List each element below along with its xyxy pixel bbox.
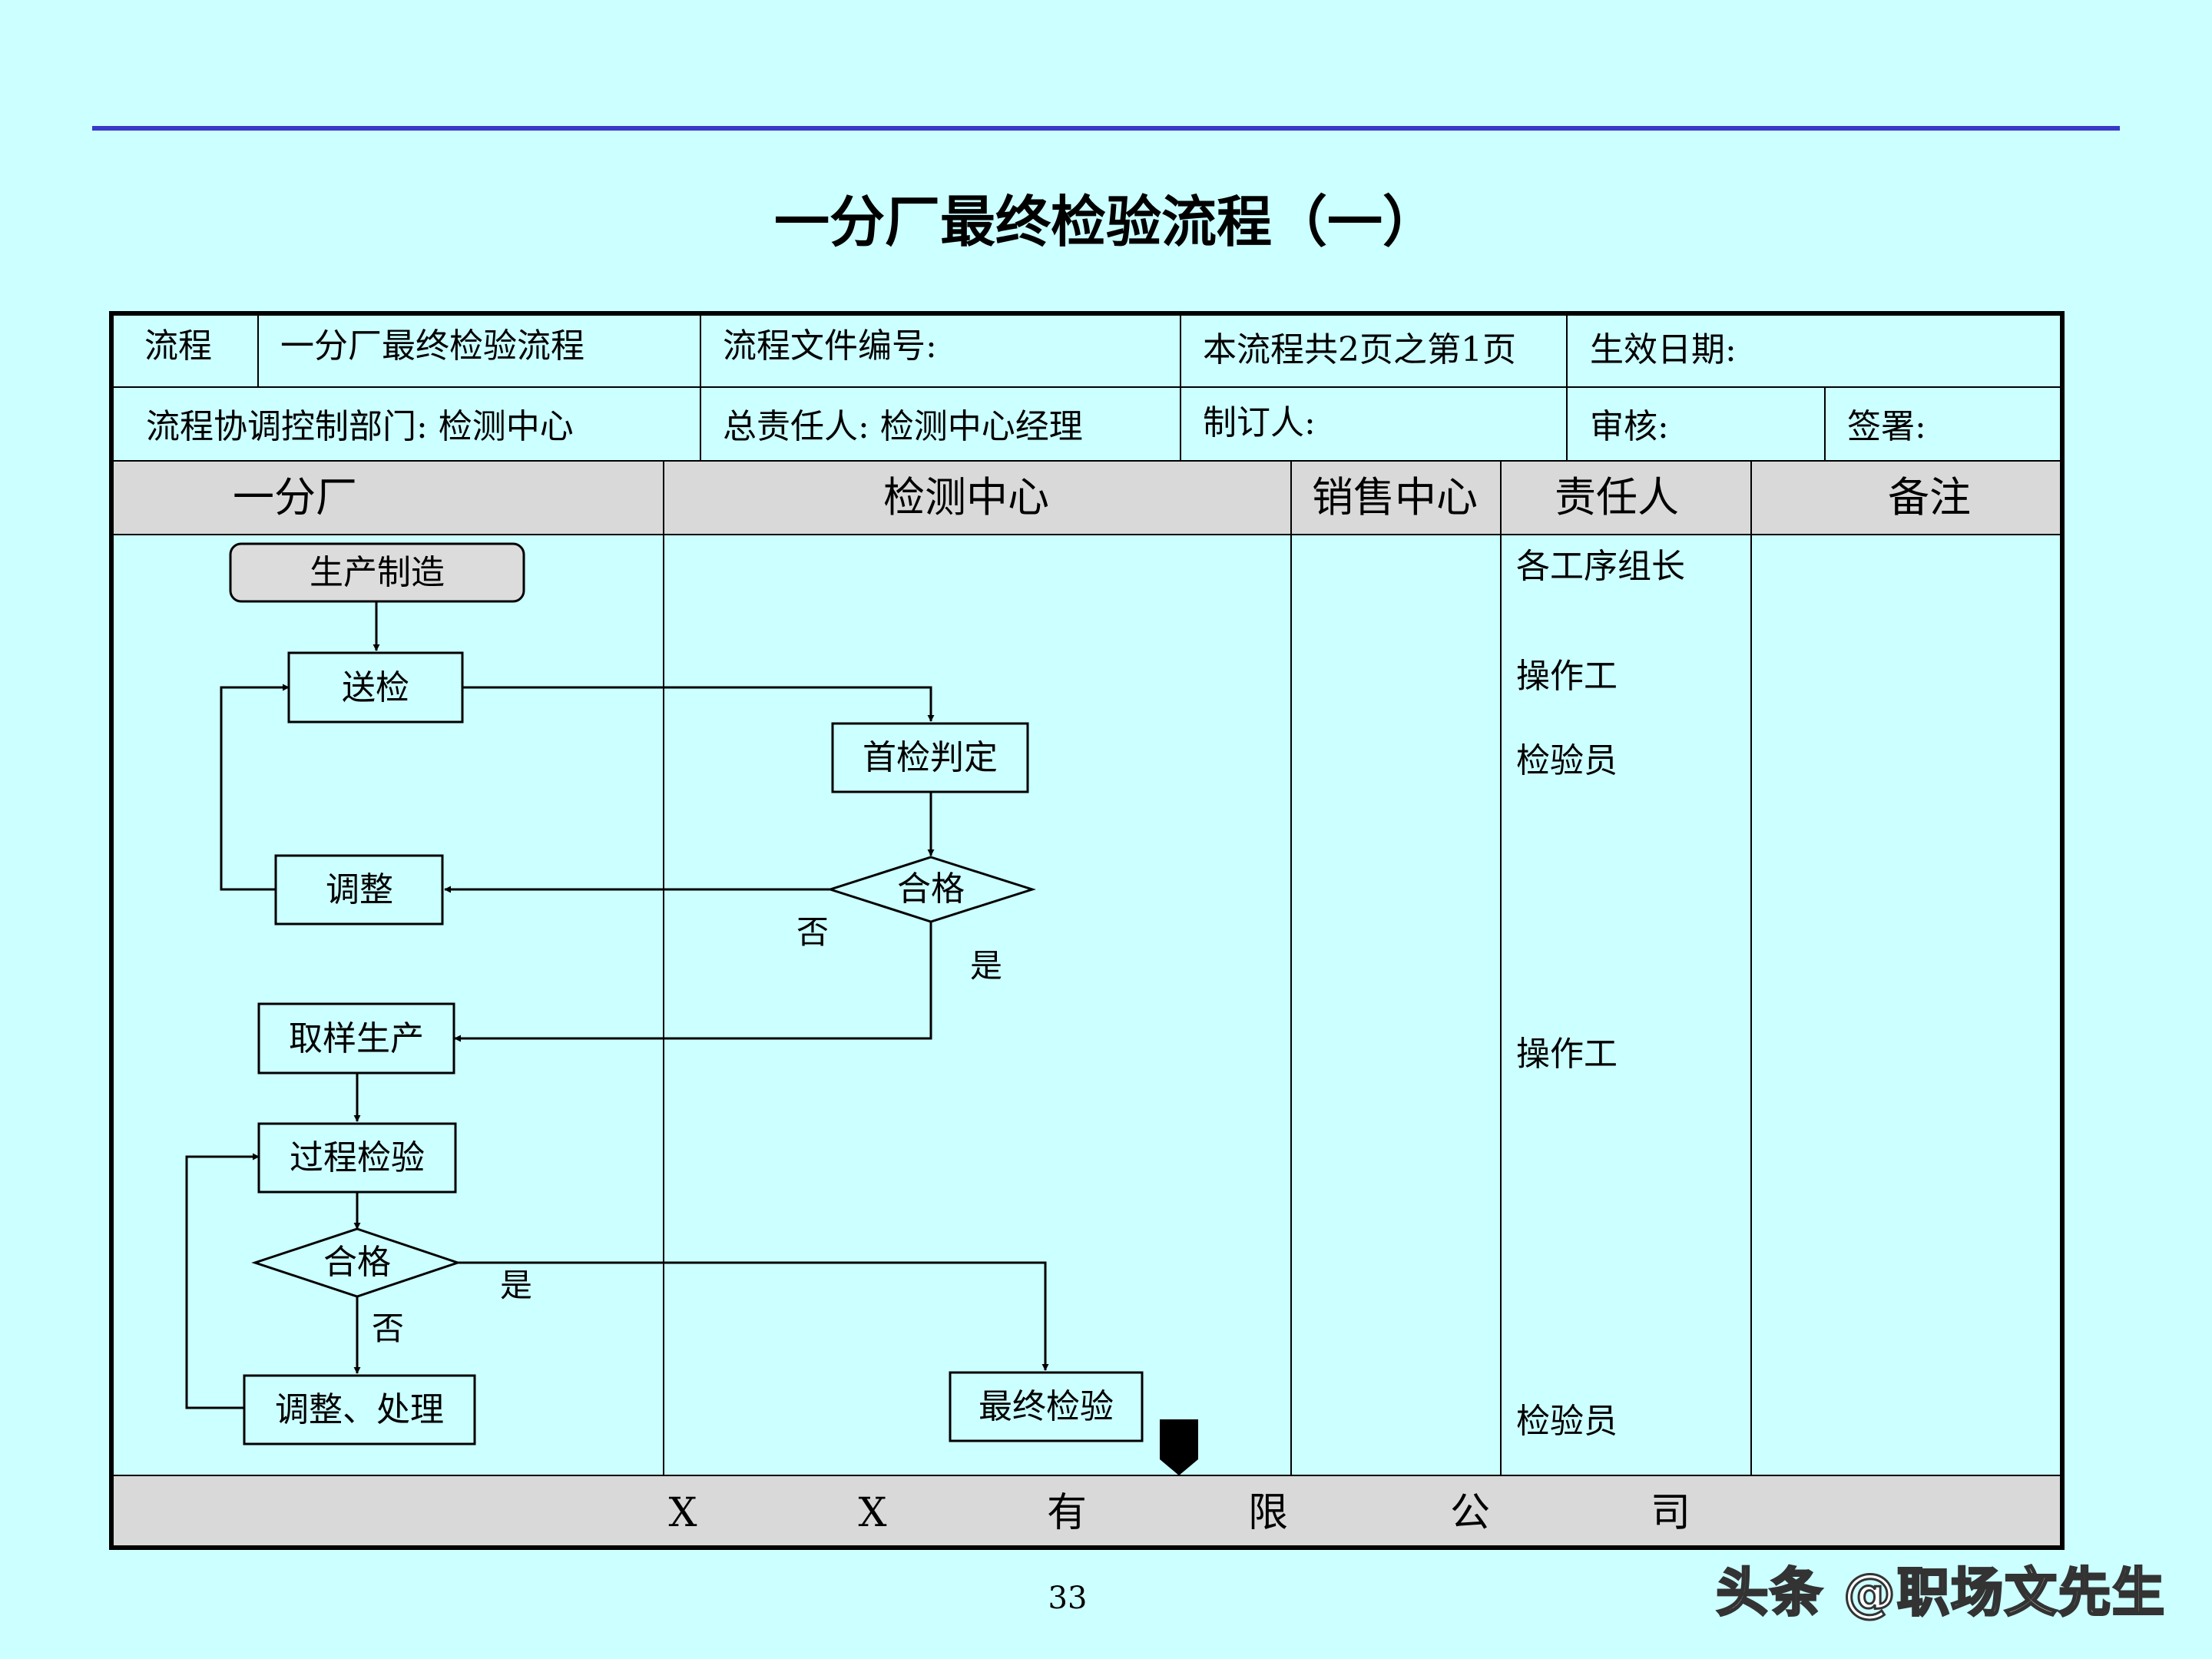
column-header-sales-center: 销售中心 [1312,473,1478,522]
node-sample-label: 取样生产 [289,1019,424,1058]
responsible-3: 检验员 [1516,741,1618,780]
process-name: 一分厂最终检验流程 [280,326,584,366]
responsible-2: 操作工 [1516,657,1618,696]
footer-company-char-3: 有 [1047,1490,1087,1536]
edge-label-no-1: 否 [796,913,829,951]
node-send-inspection [287,651,464,724]
node-final-inspection [949,1371,1144,1442]
edge-qualified-yes-to-final [458,1261,1049,1371]
edge-label-yes-1: 是 [970,947,1002,985]
footer-company-char-1: X [668,1490,697,1536]
top-rule [92,126,2120,131]
node-final-label: 最终检验 [979,1387,1114,1426]
edge-label-yes-2: 是 [500,1267,532,1304]
node-first-label: 首检判定 [863,738,998,777]
chief-responsible: 总责任人: 检测中心经理 [723,407,1083,446]
node-process-inspection [257,1122,457,1194]
node-adjust-handle-label: 调整、处理 [275,1390,444,1429]
page-info: 本流程共2页之第1页 [1203,330,1516,369]
node-adjust-handle [243,1374,476,1445]
column-header-band [111,461,2062,535]
nodes [229,542,1144,1445]
node-adjust [274,854,444,926]
outer-frame [109,311,2065,1550]
coordinating-dept: 流程协调控制部门: 检测中心 [146,407,574,446]
connectors [185,601,1049,1409]
effective-date-label: 生效日期: [1590,330,1737,369]
column-header-plant: 一分厂 [233,473,357,522]
edge-qualified-yes-to-sample [454,922,932,1042]
footer-company-char-4: 限 [1248,1490,1288,1536]
process-label: 流程 [144,326,212,366]
node-first-inspection [831,722,1029,793]
offpage-connector-icon [1160,1419,1198,1475]
table-grid [111,313,2062,1476]
column-header-responsible: 责任人 [1555,473,1679,522]
node-sample-production [257,1002,455,1075]
edge-send-to-first [462,686,935,722]
footer-band [111,1475,2062,1548]
signed-by-label: 签署: [1847,407,1926,446]
node-qualified-1-label: 合格 [897,869,965,909]
node-process-label: 过程检验 [290,1138,425,1177]
column-header-remarks: 备注 [1888,473,1971,522]
node-production-label: 生产制造 [310,553,445,592]
footer-company-char-6: 司 [1651,1490,1690,1536]
file-number-label: 流程文件编号: [723,326,937,366]
edge-adjust-handle-to-process [185,1153,260,1409]
prepared-by-label: 制订人: [1203,403,1316,442]
edge-adjust-to-send [220,684,290,891]
responsible-4: 操作工 [1516,1035,1618,1074]
page-title: 一分厂最终检验流程（一） [773,190,1438,254]
responsible-1: 各工序组长 [1516,547,1685,586]
reviewed-by-label: 审核: [1590,407,1669,446]
footer-company-char-5: 公 [1450,1490,1490,1536]
node-send-label: 送检 [342,668,409,707]
node-qualified-2 [251,1227,462,1298]
node-qualified-1 [826,856,1036,923]
footer-company-char-2: X [858,1490,886,1536]
node-adjust-label: 调整 [326,870,393,909]
watermark: 头条 @职场文先生 [1715,1562,2166,1625]
column-header-testing-center: 检测中心 [883,473,1049,522]
edge-label-no-2: 否 [372,1310,404,1347]
responsible-5: 检验员 [1516,1402,1618,1441]
node-qualified-2-label: 合格 [323,1243,391,1282]
node-production [229,542,525,603]
page-number: 33 [1048,1581,1088,1616]
